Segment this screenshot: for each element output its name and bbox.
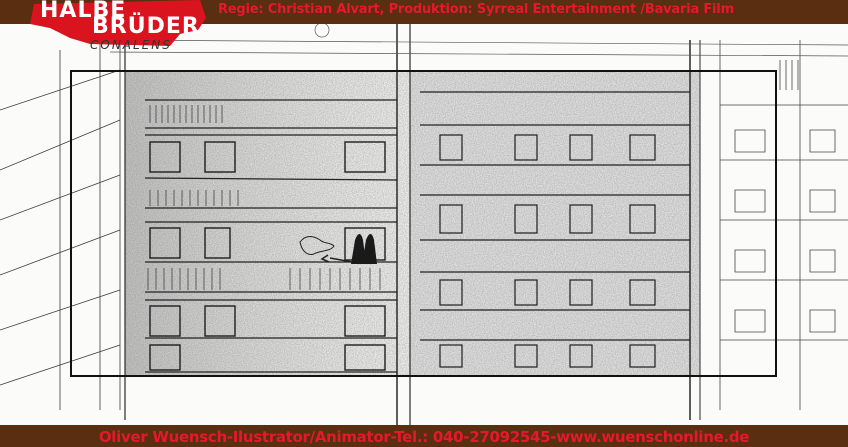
ceiling-lines (109, 24, 848, 57)
right-block-windows (439, 134, 656, 368)
storyboard-sketch (0, 24, 848, 425)
logo-line-3: CONALENS (90, 38, 172, 52)
left-block-railings (147, 105, 381, 290)
left-block-floors (144, 99, 398, 373)
halbe-brueder-logo: HALBE BRÜDER CONALENS (30, 0, 210, 60)
left-block-windows (149, 141, 386, 371)
credits-text: Regie: Christian Alvart, Produktion: Syr… (218, 2, 734, 17)
camera-frame (70, 70, 777, 377)
logo-splash-icon (30, 0, 206, 46)
footer-text: Oliver Wuensch-Ilustrator/Animator-Tel.:… (98, 428, 750, 446)
characters-sketch (299, 234, 377, 264)
left-building (0, 40, 121, 410)
logo-line-1: HALBE (40, 0, 127, 23)
building-structure (124, 24, 701, 425)
logo-line-2: BRÜDER (92, 14, 200, 39)
right-building (719, 40, 848, 410)
right-block-floors (420, 91, 690, 341)
footer-bar (0, 425, 848, 447)
